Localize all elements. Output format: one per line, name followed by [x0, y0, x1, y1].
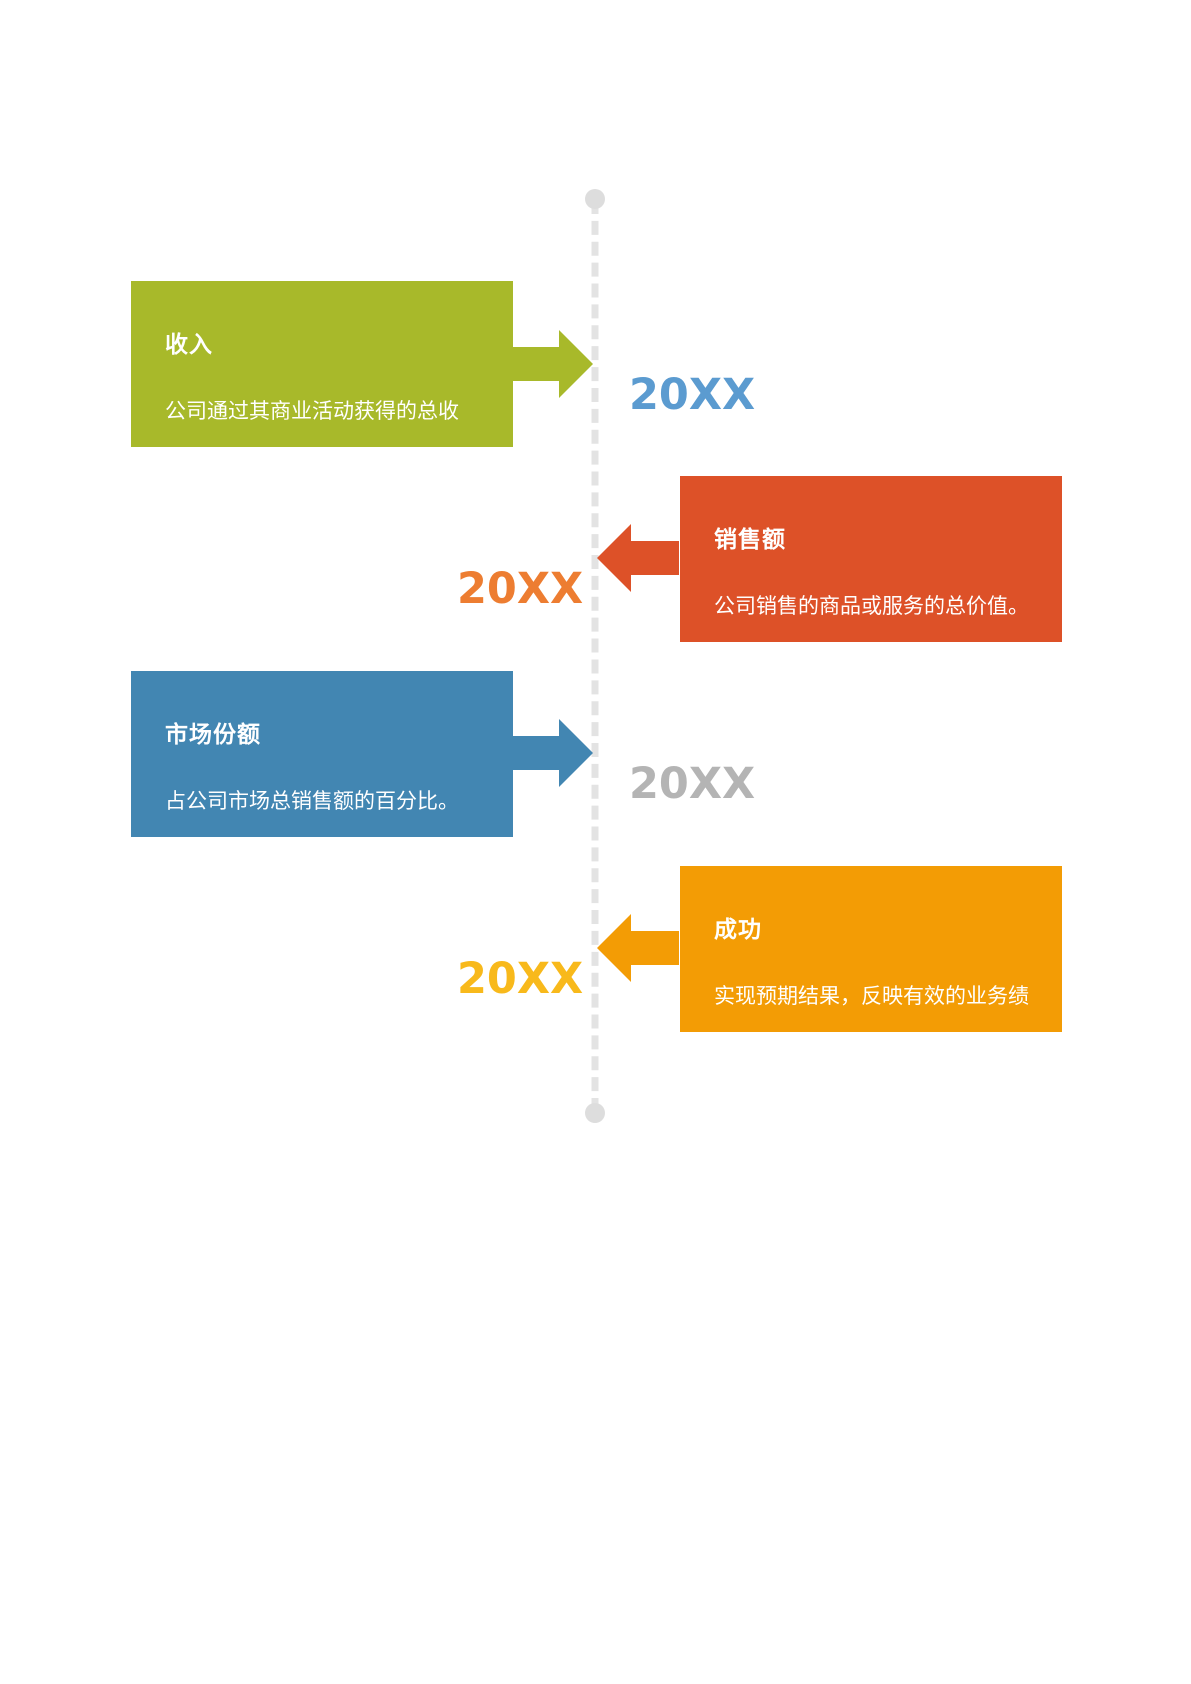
- timeline-dashed-line: [591, 200, 599, 1112]
- card-title: 销售额: [714, 527, 786, 553]
- card-description: 占公司市场总销售额的百分比。: [165, 789, 459, 813]
- arrow-left-icon: [597, 524, 679, 592]
- timeline-year-label: 20XX: [629, 759, 756, 809]
- timeline-card-sales: 销售额 公司销售的商品或服务的总价值。: [680, 476, 1062, 642]
- arrow-left-icon: [597, 914, 679, 982]
- card-description: 实现预期结果，反映有效的业务绩: [714, 984, 1029, 1008]
- timeline-card-success: 成功 实现预期结果，反映有效的业务绩: [680, 866, 1062, 1032]
- timeline-year-label: 20XX: [457, 564, 584, 614]
- card-description: 公司销售的商品或服务的总价值。: [714, 594, 1029, 618]
- timeline-year-label: 20XX: [629, 370, 756, 420]
- card-description: 公司通过其商业活动获得的总收: [165, 399, 459, 423]
- arrow-right-icon: [511, 330, 593, 398]
- card-title: 收入: [165, 332, 213, 358]
- timeline-card-market-share: 市场份额 占公司市场总销售额的百分比。: [131, 671, 513, 837]
- timeline-end-dot: [585, 1103, 605, 1123]
- card-title: 成功: [714, 917, 762, 943]
- arrow-right-icon: [511, 719, 593, 787]
- card-title: 市场份额: [165, 722, 261, 748]
- timeline-card-revenue: 收入 公司通过其商业活动获得的总收: [131, 281, 513, 447]
- timeline-start-dot: [585, 189, 605, 209]
- timeline-year-label: 20XX: [457, 954, 584, 1004]
